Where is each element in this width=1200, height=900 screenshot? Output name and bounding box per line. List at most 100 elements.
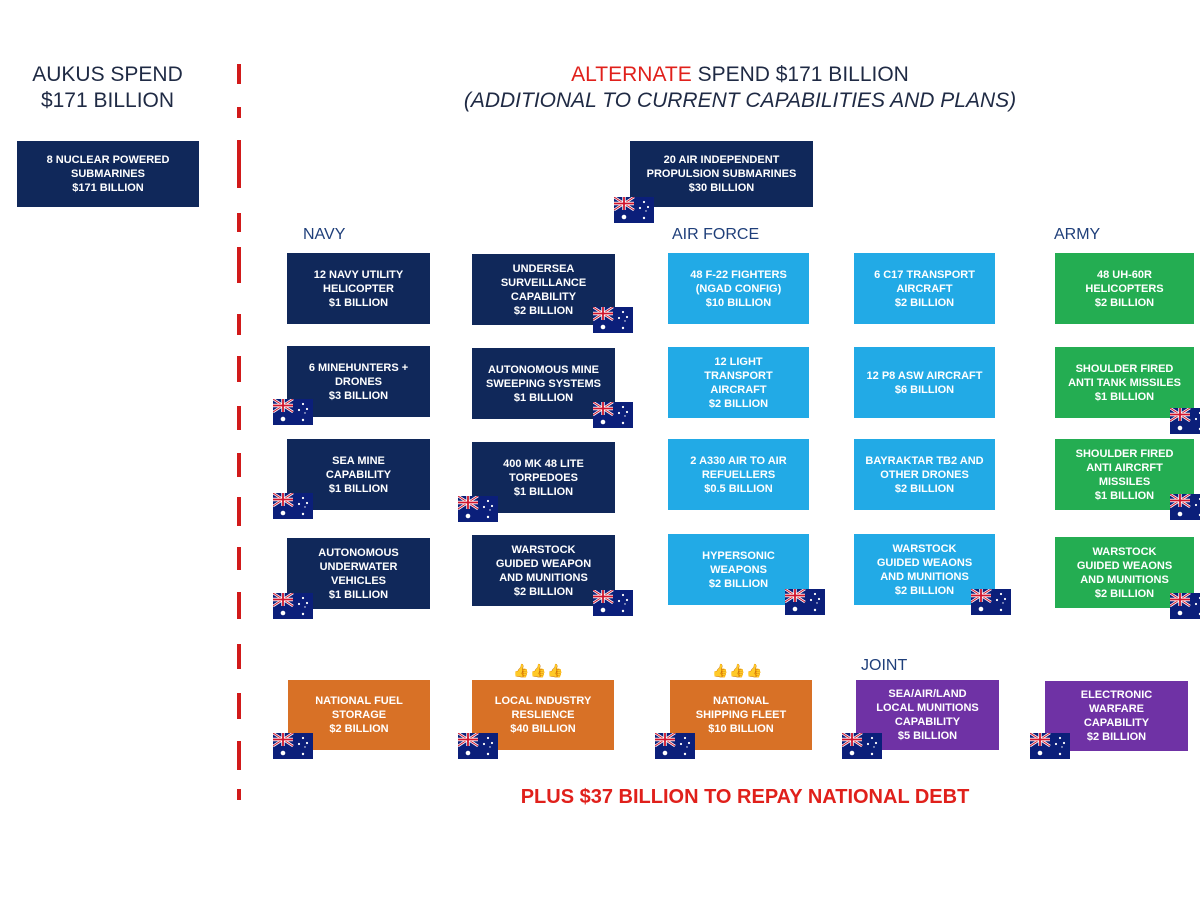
- box-text-line: CAPABILITY: [325, 468, 392, 481]
- box-text-line: $2 BILLION: [513, 304, 574, 317]
- box-text-line: $3 BILLION: [328, 389, 389, 402]
- australian-flag-icon: [273, 593, 313, 619]
- australian-flag-icon: [614, 197, 654, 223]
- box-text: 12 P8 ASW AIRCRAFT$6 BILLION: [867, 369, 983, 397]
- box-text-line: AND MUNITIONS: [880, 570, 969, 583]
- box-text-line: $5 BILLION: [897, 730, 958, 742]
- box-text-line: ELECTRONIC: [1080, 689, 1153, 701]
- box-text-line: AUTONOMOUS: [318, 546, 399, 559]
- box-text-line: GUIDED WEAPON: [495, 557, 592, 570]
- box-text-line: $2 BILLION: [513, 585, 574, 598]
- box-text-line: LOCAL MUNITIONS: [876, 702, 979, 714]
- box-text-line: OTHER DRONES: [880, 468, 969, 481]
- australian-flag-icon: [458, 496, 498, 522]
- minehunters-box: 6 MINEHUNTERS +DRONES$3 BILLION: [287, 346, 430, 417]
- box-text-line: VEHICLES: [330, 574, 386, 587]
- divider-dash: [237, 107, 241, 118]
- box-text-line: 6 MINEHUNTERS +: [308, 361, 409, 374]
- australian-flag-icon: [1170, 494, 1200, 520]
- divider-dash: [237, 789, 241, 800]
- box-text-line: $2 BILLION: [1094, 587, 1155, 600]
- box-text-line: REFUELLERS: [701, 468, 776, 481]
- box-text-line: $1 BILLION: [328, 296, 389, 309]
- box-text-line: CAPABILITY: [894, 716, 961, 728]
- box-text-line: $1 BILLION: [1094, 390, 1155, 403]
- box-text-line: GUIDED WEAONS: [1076, 559, 1173, 572]
- box-text-line: HYPERSONIC: [702, 549, 775, 562]
- navy-section-label: NAVY: [303, 226, 346, 243]
- box-text-line: $1 BILLION: [328, 588, 389, 601]
- box-text-line: $2 BILLION: [894, 296, 955, 309]
- box-text-line: AIRCRAFT: [896, 282, 953, 295]
- box-text-line: 6 C17 TRANSPORT: [874, 268, 975, 281]
- box-text-line: $0.5 BILLION: [704, 482, 773, 495]
- divider-dash: [237, 592, 241, 619]
- box-text-line: HELICOPTER: [323, 282, 394, 295]
- box-text-line: ANTI AIRCRFT: [1086, 461, 1163, 474]
- box-text-line: $2 BILLION: [708, 577, 769, 590]
- box-text-line: AND MUNITIONS: [499, 571, 588, 584]
- box-text-line: 12 P8 ASW AIRCRAFT: [866, 369, 983, 382]
- box-text-line: $2 BILLION: [329, 723, 389, 735]
- alternate-title: ALTERNATE SPEND $171 BILLION (ADDITIONAL…: [400, 62, 1080, 114]
- box-text-line: GUIDED WEAONS: [876, 556, 973, 569]
- divider-dash: [237, 741, 241, 770]
- divider-dash: [237, 644, 241, 669]
- box-text-line: PROPULSION SUBMARINES: [646, 168, 797, 180]
- box-text-line: AIRCRAFT: [710, 383, 767, 396]
- box-text-line: SHOULDER FIRED: [1075, 362, 1174, 375]
- box-text-line: 20 AIR INDEPENDENT: [663, 154, 780, 166]
- box-text-line: TORPEDOES: [509, 471, 578, 484]
- box-text-line: MISSILES: [1098, 475, 1151, 488]
- box-text-line: $1 BILLION: [513, 485, 574, 498]
- joint-section-label: JOINT: [861, 657, 908, 674]
- box-text-line: SWEEPING SYSTEMS: [486, 377, 601, 390]
- box-text-line: WARSTOCK: [892, 542, 957, 555]
- box-text-line: $2 BILLION: [708, 397, 769, 410]
- box-text-line: DRONES: [334, 375, 383, 388]
- box-text-line: 48 F-22 FIGHTERS: [690, 268, 787, 281]
- australian-flag-icon: [273, 493, 313, 519]
- box-text-line: $1 BILLION: [328, 482, 389, 495]
- australian-flag-icon: [1170, 593, 1200, 619]
- divider-dash: [237, 693, 241, 719]
- box-text-line: 2 A330 AIR TO AIR: [690, 454, 787, 467]
- air-force-section-label: AIR FORCE: [672, 226, 760, 243]
- box-text-line: 48 UH-60R: [1096, 268, 1152, 281]
- box-text-line: AND MUNITIONS: [1080, 573, 1169, 586]
- box-text-line: WEAPONS: [710, 563, 767, 576]
- box-text-line: $2 BILLION: [1094, 296, 1155, 309]
- box-text-line: SURVEILLANCE: [500, 276, 587, 289]
- australian-flag-icon: [593, 590, 633, 616]
- box-text-line: $6 BILLION: [894, 383, 955, 396]
- box-text: 6 MINEHUNTERS +DRONES$3 BILLION: [309, 361, 408, 403]
- box-text-line: CAPABILITY: [510, 290, 577, 303]
- box-text-line: CAPABILITY: [1083, 717, 1150, 729]
- box-text-line: 12 NAVY UTILITY: [313, 268, 404, 281]
- box-text-line: SHIPPING FLEET: [695, 709, 787, 721]
- thumbs-up-icon: 👍👍👍: [513, 663, 565, 678]
- box-text-line: UNDERWATER: [319, 560, 398, 573]
- australian-flag-icon: [1170, 408, 1200, 434]
- divider-dash: [237, 547, 241, 570]
- divider-dash: [237, 213, 241, 232]
